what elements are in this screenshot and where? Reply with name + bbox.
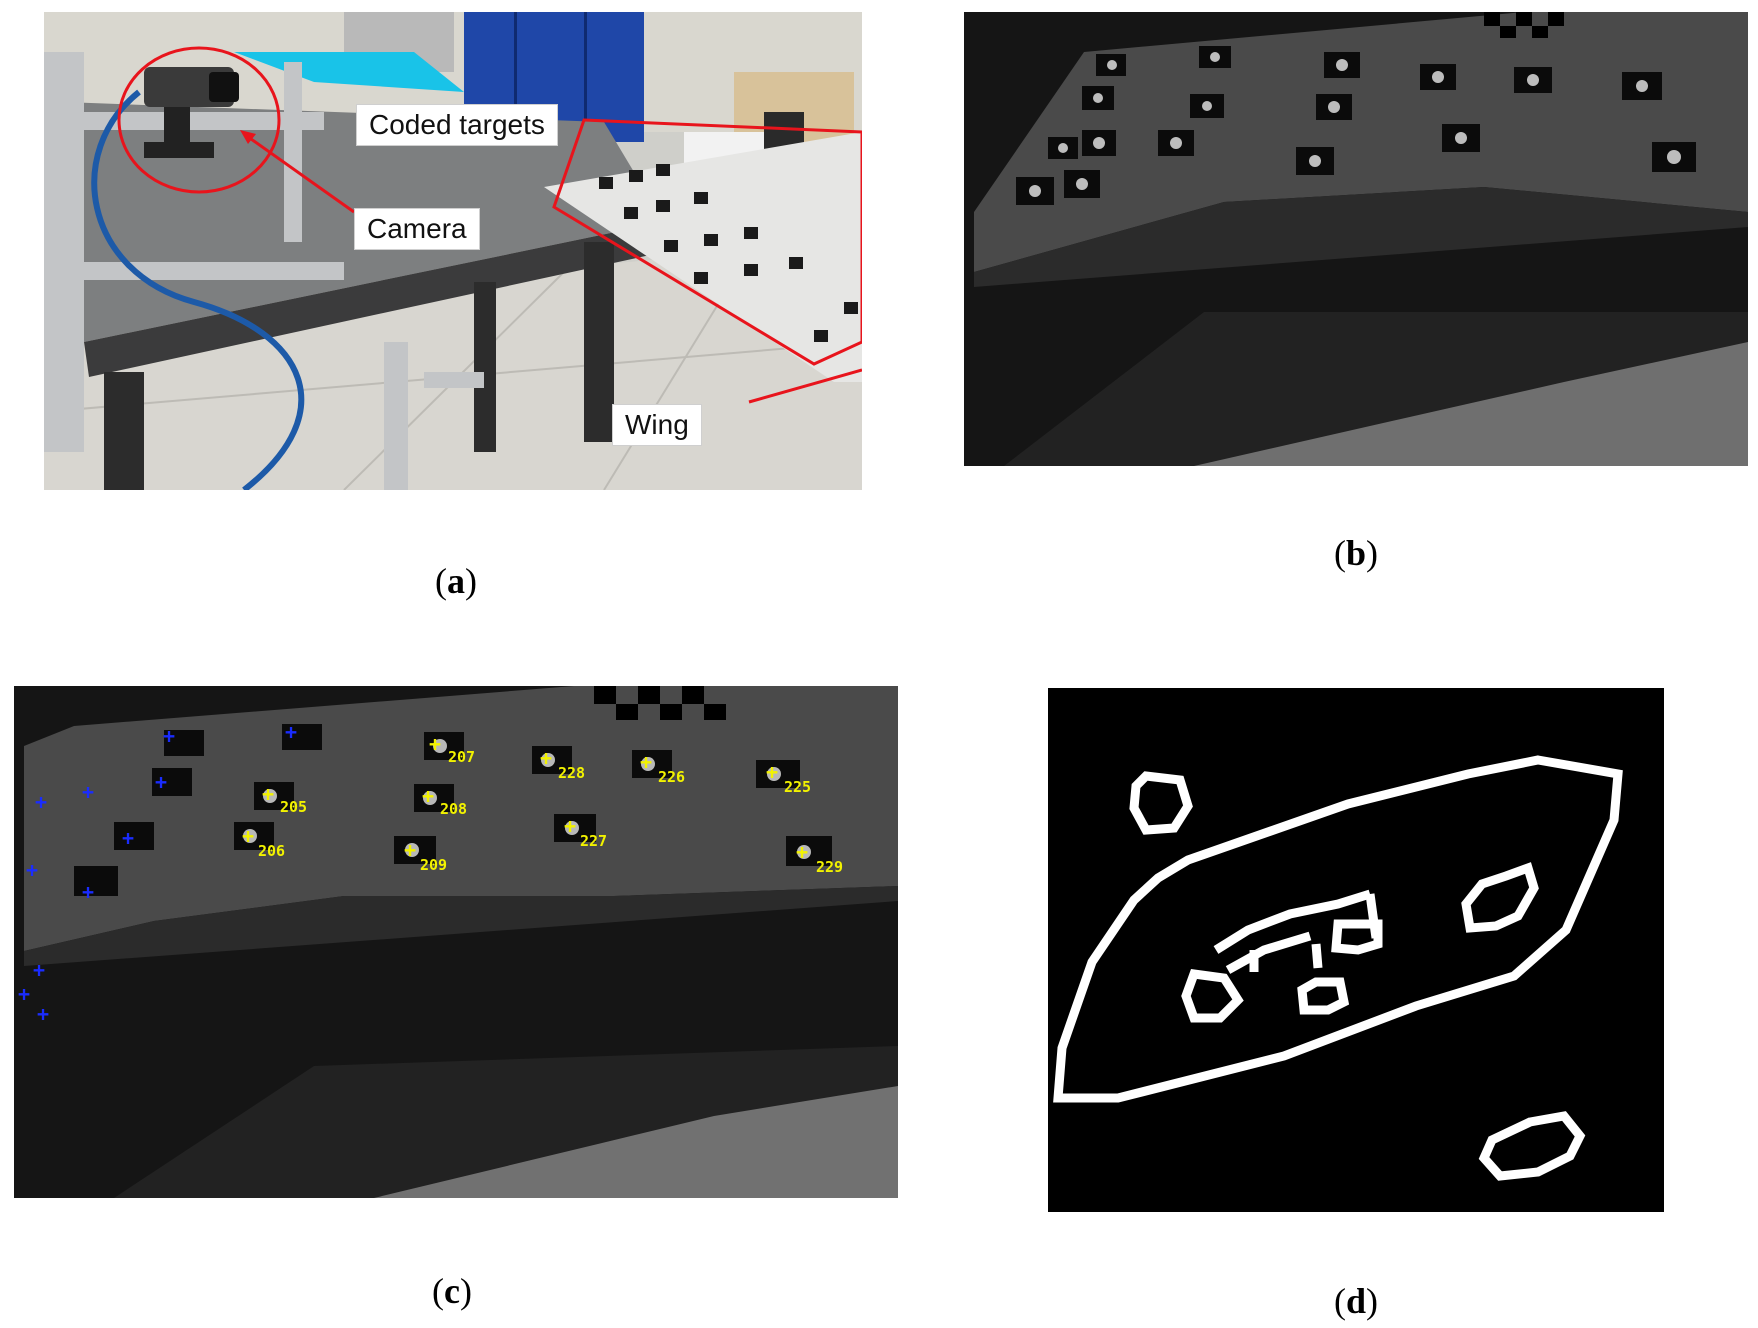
setup-photo-illustration	[44, 12, 862, 490]
blue-cross-marker: +	[285, 720, 298, 744]
wing-callout: Wing	[612, 404, 702, 446]
blue-cross-marker: +	[155, 770, 168, 794]
panel-c-detection-image	[14, 686, 898, 1198]
coded-targets-callout: Coded targets	[356, 104, 558, 146]
target-id-label: 225	[784, 778, 812, 796]
target-cross: +	[242, 824, 255, 848]
target-id-label: 205	[280, 798, 308, 816]
panel-a-photo	[44, 12, 862, 490]
caption-d: (d)	[1333, 1281, 1379, 1321]
target-id-label: 227	[580, 832, 608, 850]
caption-c: (c)	[432, 1271, 472, 1311]
target-cross: +	[640, 750, 653, 774]
blue-cross-marker: +	[26, 858, 39, 882]
target-id-label: 209	[420, 856, 448, 874]
target-cross: +	[262, 782, 275, 806]
target-id-label: 226	[658, 768, 686, 786]
caption-a: (a)	[435, 561, 477, 601]
blue-cross-marker: +	[82, 780, 95, 804]
target-id-label: 206	[258, 842, 286, 860]
blue-cross-marker: +	[37, 1002, 50, 1026]
target-id-label: 207	[448, 748, 476, 766]
caption-b: (b)	[1333, 533, 1379, 573]
blue-cross-marker: +	[18, 982, 31, 1006]
target-cross: +	[404, 838, 417, 862]
blue-cross-marker: +	[122, 826, 135, 850]
target-id-label: 228	[558, 764, 586, 782]
blue-cross-marker: +	[163, 724, 176, 748]
target-cross: +	[429, 732, 442, 756]
camera-callout: Camera	[354, 208, 480, 250]
binary-edge-illustration	[1048, 688, 1664, 1212]
grayscale-wing-image	[964, 12, 1748, 466]
blue-cross-marker: +	[35, 790, 48, 814]
target-id-label: 208	[440, 800, 468, 818]
target-cross: +	[422, 784, 435, 808]
detected-targets-image	[14, 686, 898, 1198]
target-cross: +	[796, 840, 809, 864]
target-cross: +	[564, 814, 577, 838]
target-cross: +	[766, 760, 779, 784]
target-cross: +	[540, 746, 553, 770]
blue-cross-marker: +	[82, 880, 95, 904]
blue-cross-marker: +	[33, 958, 46, 982]
target-id-label: 229	[816, 858, 844, 876]
panel-d-edge-map	[1048, 688, 1664, 1212]
panel-b-camera-image	[964, 12, 1748, 466]
